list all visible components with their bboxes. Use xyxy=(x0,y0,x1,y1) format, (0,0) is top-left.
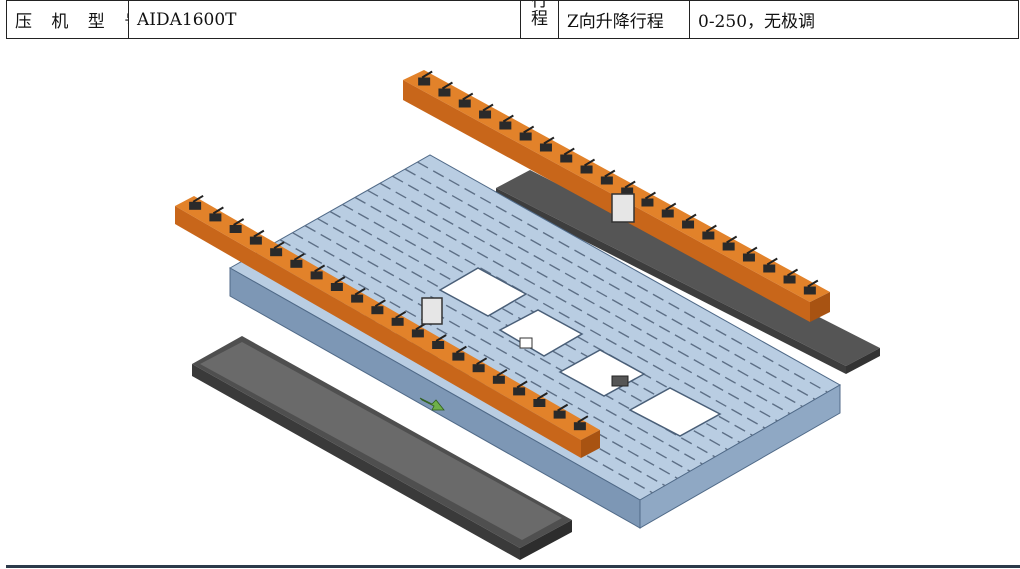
clamp-icon xyxy=(452,345,467,361)
clamp-icon xyxy=(432,334,447,349)
bed-slot xyxy=(292,232,703,465)
clamp-icon xyxy=(270,241,285,257)
clamp-icon xyxy=(290,252,305,268)
clamp-icon xyxy=(742,246,758,262)
front-scrap-tray xyxy=(192,336,572,560)
clamp-icon xyxy=(661,202,677,218)
clamp-icon xyxy=(209,206,224,222)
clamp-icon xyxy=(310,264,326,280)
press-model-label: 压 机 型 号 xyxy=(6,0,129,39)
sensor-bracket-icon xyxy=(421,193,635,387)
fixture-drawing xyxy=(175,70,880,560)
clamp-icon xyxy=(472,357,488,373)
press-model-value: AIDA1600T xyxy=(128,0,521,39)
clamp-icon xyxy=(371,299,386,315)
clamp-icon xyxy=(189,194,204,210)
clamp-icon xyxy=(533,392,548,407)
clamp-icon xyxy=(479,103,494,119)
clamp-icon xyxy=(803,279,819,295)
front-clamp-row xyxy=(189,194,589,431)
bottom-rule xyxy=(6,565,1020,568)
clamp-icon xyxy=(391,310,407,326)
clamp-icon xyxy=(600,169,616,185)
clamp-icon xyxy=(458,92,474,108)
clamp-icon xyxy=(702,224,717,240)
z-stroke-label: Z向升降行程 xyxy=(558,0,690,39)
clamp-icon xyxy=(418,70,433,86)
clamp-icon xyxy=(641,191,656,207)
bed-slot xyxy=(404,168,816,400)
clamp-icon xyxy=(492,368,508,384)
clamp-icon xyxy=(513,380,528,396)
stroke-label-top: 行 xyxy=(531,1,548,11)
bed-slot xyxy=(354,196,766,429)
clamp-icon xyxy=(249,229,265,245)
clamp-icon xyxy=(573,415,589,431)
bed-slot xyxy=(367,189,778,422)
bed-slot xyxy=(417,161,828,393)
back-clamp-row xyxy=(418,70,819,295)
clamp-icon xyxy=(499,114,514,130)
clamp-icon xyxy=(438,81,453,97)
bed-slot xyxy=(379,182,791,415)
bed-slot xyxy=(392,175,803,408)
clamp-icon xyxy=(351,287,366,303)
clamp-icon xyxy=(580,158,596,174)
clamp-icon xyxy=(519,125,535,141)
clamp-icon xyxy=(783,268,799,284)
spec-row: 压 机 型 号 AIDA1600T 行 程 Z向升降行程 0-250，无极调 xyxy=(6,0,1019,39)
clamp-icon xyxy=(560,147,575,163)
back-scrap-plate xyxy=(496,170,880,374)
clamp-icon xyxy=(621,180,636,196)
bed-slot xyxy=(279,239,691,472)
clamp-icon xyxy=(722,235,738,251)
clamp-icon xyxy=(539,136,555,152)
clamp-icon xyxy=(330,276,346,291)
z-stroke-value: 0-250，无极调 xyxy=(689,0,1019,39)
stroke-label-cell: 行 程 xyxy=(520,0,559,39)
clamp-icon xyxy=(682,213,697,229)
clamp-icon xyxy=(763,257,778,273)
spec-table: 压 机 型 号 AIDA1600T 行 程 Z向升降行程 0-250，无极调 xyxy=(6,0,1019,39)
arrow-indicator-icon xyxy=(419,397,445,411)
clamp-icon xyxy=(553,403,569,419)
stroke-label-bottom: 程 xyxy=(531,9,548,29)
clamp-icon xyxy=(229,218,245,233)
bed-slot xyxy=(304,225,716,458)
